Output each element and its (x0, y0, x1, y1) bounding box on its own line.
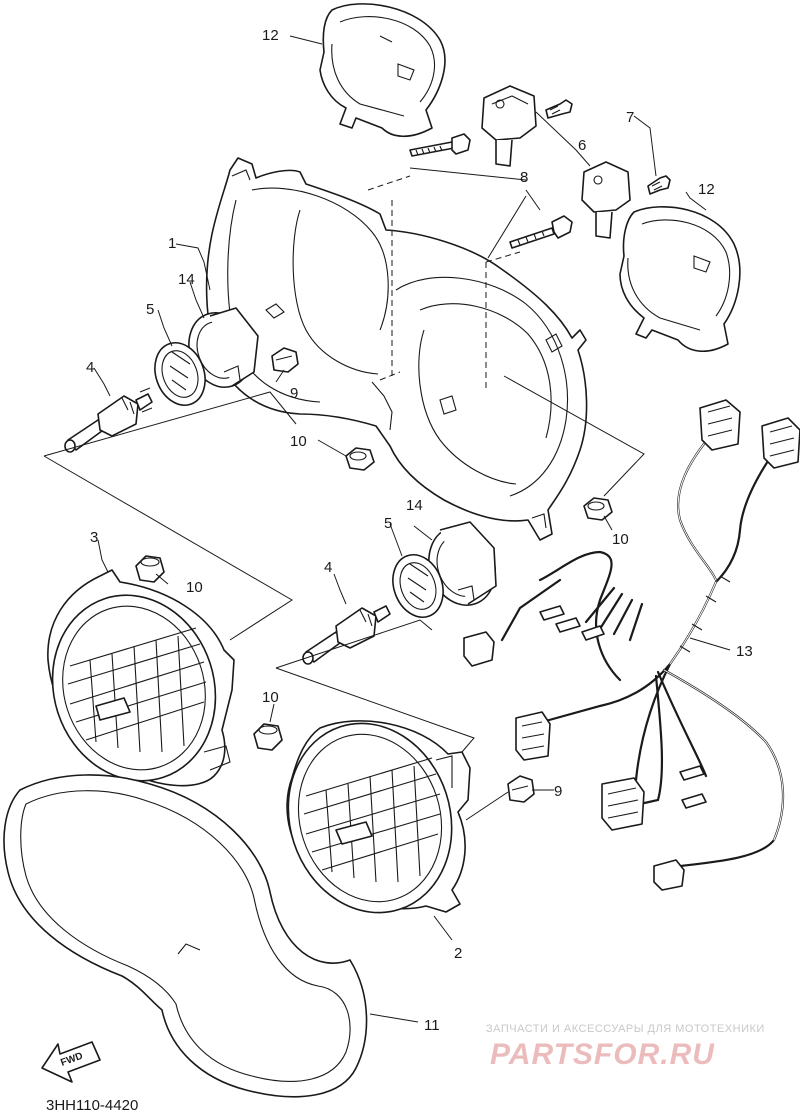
bulb-4-left (64, 387, 153, 453)
watermark-logo: PARTSFOR.RU (490, 1038, 715, 1071)
retainer-ring-5-left (154, 342, 206, 406)
bulb-4-right (302, 605, 391, 665)
callout-7: 7 (626, 109, 634, 126)
callout-8: 8 (520, 169, 528, 186)
bulb-socket-14-left (188, 307, 259, 388)
assembly-guide-lines (367, 175, 521, 390)
headlight-unit-2 (286, 720, 471, 914)
headlight-cover-12-right (619, 206, 741, 352)
drawing-code: 3HH110-4420 (46, 1097, 138, 1114)
fitting-9-lower (507, 775, 535, 803)
bolt-8-upper (409, 133, 471, 157)
grommet-10-d (253, 723, 283, 751)
callout-13: 13 (736, 643, 753, 660)
bracket-6-upper (481, 85, 537, 167)
headlight-housing-1 (205, 157, 588, 541)
callout-4-right: 4 (324, 559, 332, 576)
callout-5-right: 5 (384, 515, 392, 532)
callout-2: 2 (454, 945, 462, 962)
headlight-unit-3 (47, 569, 235, 787)
bolt-8-lower (509, 215, 573, 249)
retainer-ring-5-right (392, 554, 444, 618)
callout-10-c: 10 (186, 579, 203, 596)
fitting-9-upper (271, 347, 299, 373)
callout-11: 11 (424, 1017, 440, 1034)
grommet-10-b (583, 497, 613, 521)
screw-7-lower (647, 175, 671, 195)
callout-14-right: 14 (406, 497, 423, 514)
grommet-10-c (135, 555, 165, 583)
leader-lines (43, 35, 731, 1023)
headlight-cover-12-top (319, 3, 446, 138)
forward-direction-arrow: FWD (41, 1041, 101, 1083)
callout-labels: 12 12 7 6 8 1 14 5 4 9 10 10 14 5 3 10 4… (86, 27, 753, 1034)
callout-12-top: 12 (262, 27, 279, 44)
callout-10-b: 10 (612, 531, 629, 548)
screw-7-upper (545, 99, 573, 119)
callout-12-right: 12 (698, 181, 715, 198)
callout-9-lower: 9 (554, 783, 562, 800)
callout-10-d: 10 (262, 689, 279, 706)
grommet-10-a (345, 447, 375, 471)
headlight-cowl-11 (3, 774, 368, 1098)
callout-6: 6 (578, 137, 586, 154)
callout-10-a: 10 (290, 433, 307, 450)
callout-14-left: 14 (178, 271, 195, 288)
wiring-harness-13 (463, 399, 800, 891)
callout-1: 1 (168, 235, 176, 252)
watermark-tagline: ЗАПЧАСТИ И АКСЕССУАРЫ ДЛЯ МОТОТЕХНИКИ (486, 1023, 765, 1035)
callout-4-left: 4 (86, 359, 94, 376)
watermark: ЗАПЧАСТИ И АКСЕССУАРЫ ДЛЯ МОТОТЕХНИКИ PA… (486, 1023, 765, 1071)
bracket-6-lower (581, 161, 631, 239)
callout-3: 3 (90, 529, 98, 546)
callout-9-upper: 9 (290, 385, 298, 402)
callout-5-left: 5 (146, 301, 154, 318)
